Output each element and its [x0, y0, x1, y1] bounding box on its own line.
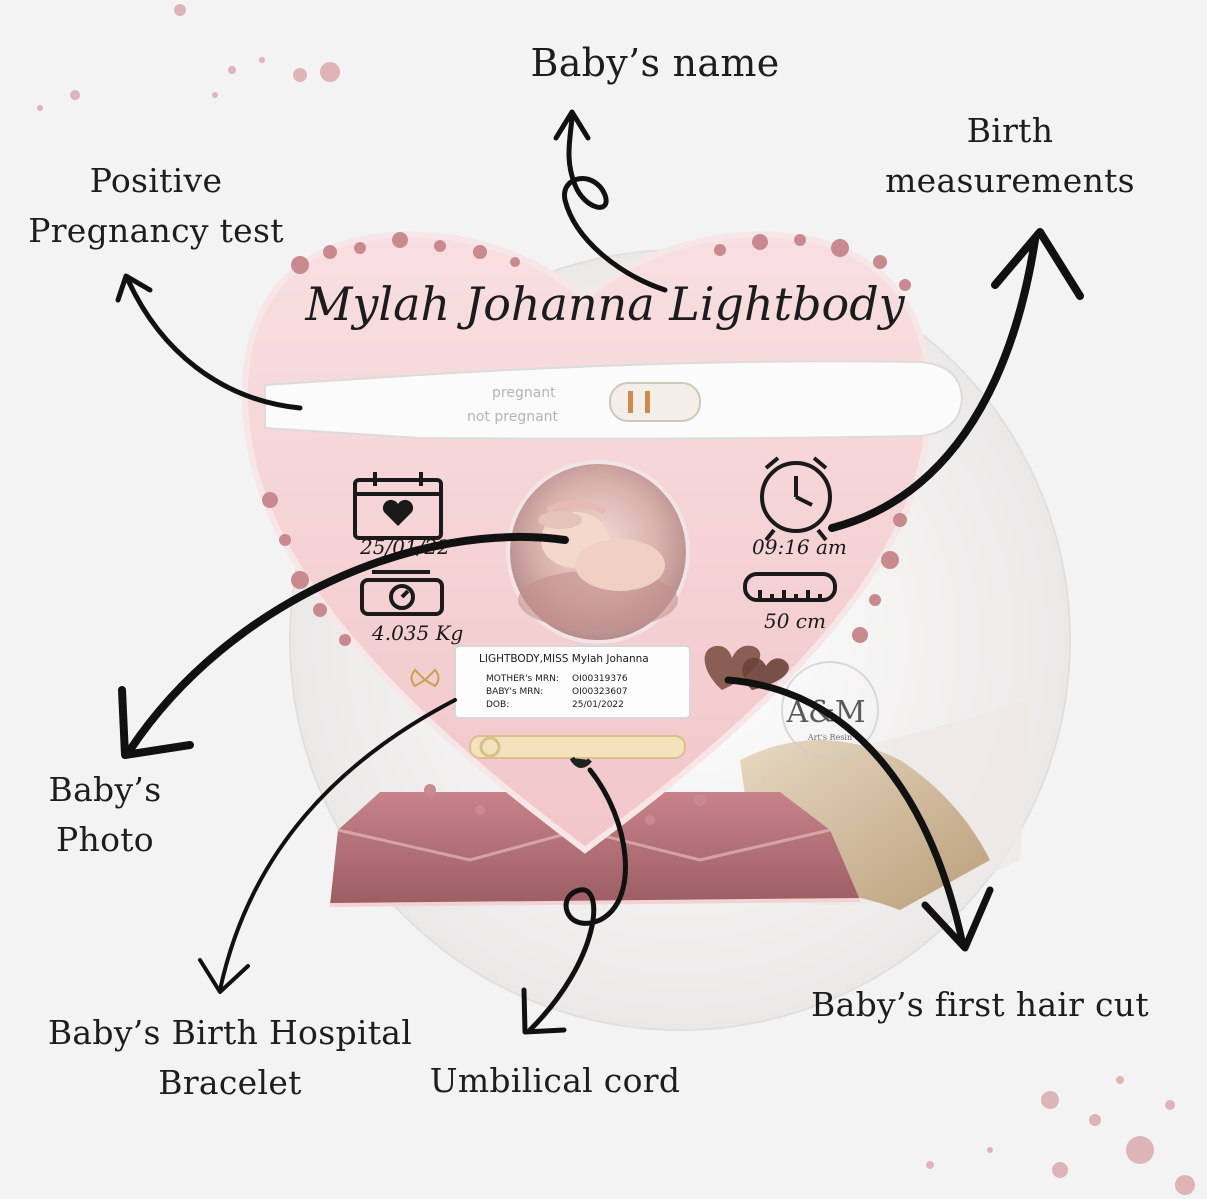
bracelet-dob-label: DOB:	[486, 700, 509, 710]
arrow-cord	[527, 767, 628, 1033]
scale-icon	[360, 570, 444, 616]
bracelet-line1: LIGHTBODY,MISS Mylah Johanna	[479, 653, 649, 665]
annotation-arrows	[115, 109, 1084, 1035]
arrow-bracelet	[218, 698, 457, 992]
arrow-measurements	[828, 236, 1039, 532]
butterfly-icon	[410, 668, 440, 688]
label-hospital-bracelet-line2: Bracelet	[158, 1063, 302, 1102]
label-hospital-bracelet-line1: Baby’s Birth Hospital	[47, 1013, 413, 1052]
label-hospital-bracelet: Baby’s Birth Hospital Bracelet	[40, 1008, 420, 1108]
arrow-name	[562, 115, 668, 293]
bracelet-mother-label: MOTHER's MRN:	[486, 674, 559, 684]
label-baby-photo-line1: Baby’s	[48, 770, 162, 809]
bracelet-mother-value: OI00319376	[572, 674, 628, 684]
label-umbilical-cord: Umbilical cord	[429, 1061, 681, 1100]
test-not-pregnant-label: not pregnant	[467, 409, 559, 425]
bracelet-baby-label: BABY's MRN:	[486, 687, 543, 697]
pregnancy-test: pregnant not pregnant	[264, 360, 964, 440]
label-birth-measurements: Birth measurements	[870, 106, 1150, 206]
label-birth-measurements-line1: Birth	[966, 111, 1054, 150]
arrow-pregnancy	[125, 277, 303, 411]
alarm-clock-icon	[760, 456, 832, 542]
birth-length: 50 cm	[764, 609, 826, 633]
tape-measure-icon	[743, 572, 837, 602]
label-pregnancy-test: Positive Pregnancy test	[6, 156, 306, 256]
glitter-flakes	[262, 232, 911, 825]
label-baby-photo: Baby’s Photo	[20, 765, 190, 865]
label-baby-name: Baby’s name	[530, 41, 780, 85]
test-pregnant-label: pregnant	[492, 385, 556, 401]
bracelet-baby-value: OI00323607	[572, 687, 628, 697]
arrow-photo	[126, 533, 569, 754]
umbilical-clamp	[469, 735, 686, 768]
label-pregnancy-test-line1: Positive	[89, 161, 223, 200]
label-pregnancy-test-line2: Pregnancy test	[28, 211, 284, 250]
label-birth-measurements-line2: measurements	[885, 161, 1135, 200]
label-first-hair-cut: Baby’s first hair cut	[811, 985, 1149, 1024]
label-baby-photo-line2: Photo	[56, 820, 154, 859]
baby-name-script: Mylah Johanna Lightbody	[304, 277, 905, 331]
birth-weight: 4.035 Kg	[371, 621, 463, 645]
birth-time: 09:16 am	[752, 535, 847, 559]
arrow-hair	[724, 676, 967, 949]
hospital-bracelet: LIGHTBODY,MISS Mylah Johanna MOTHER's MR…	[454, 645, 691, 719]
calendar-icon	[353, 472, 443, 540]
logo-subtext: Art's Resin	[807, 733, 852, 742]
glitter-base	[330, 792, 860, 905]
baby-photo	[506, 460, 690, 644]
bracelet-dob-value: 25/01/2022	[572, 700, 624, 710]
paint-splatter	[37, 4, 1195, 1195]
